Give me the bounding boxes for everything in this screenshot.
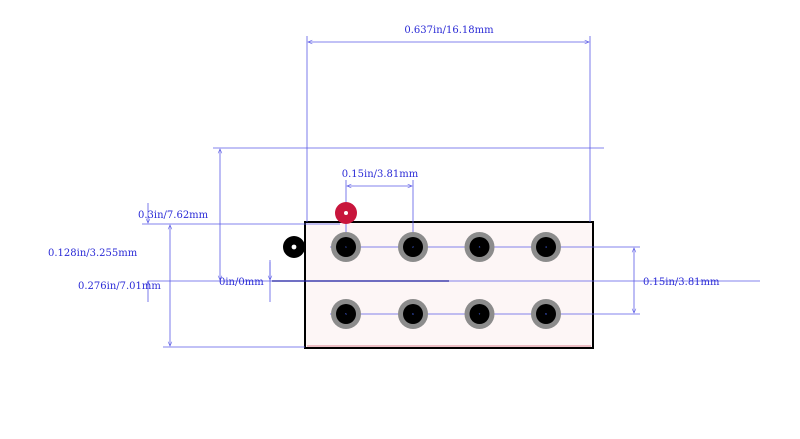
pad-4: 4 — [531, 232, 561, 262]
dim-body-height: 0.276in/7.01mm — [78, 281, 161, 292]
pad-array: 1 2 3 4 5 6 7 8 — [331, 232, 561, 329]
pad-number: 4 — [545, 245, 547, 249]
pad-number: 6 — [412, 312, 414, 316]
dim-pitch-x: 0.15in/3.81mm — [342, 169, 419, 180]
dim-origin: 0in/0mm — [219, 277, 264, 288]
pin1-marker — [335, 202, 357, 224]
pad-7: 7 — [464, 299, 495, 329]
pad-1: 1 — [331, 232, 361, 262]
pad-number: 1 — [345, 245, 347, 249]
pad-number: 7 — [479, 312, 481, 316]
dim-offset-left: 0.128in/3.255mm — [48, 248, 138, 259]
pad-number: 8 — [545, 312, 547, 316]
dim-offset-top: 0.3in/7.62mm — [138, 210, 209, 221]
pad-number: 3 — [479, 245, 481, 249]
dim-overall-width: 0.637in/16.18mm — [404, 25, 494, 36]
pad-number: 5 — [345, 312, 347, 316]
pad-8: 8 — [531, 299, 561, 329]
pad-2: 2 — [398, 232, 428, 262]
pad-3: 3 — [464, 232, 495, 262]
pad-6: 6 — [398, 299, 428, 329]
pad-5: 5 — [331, 299, 361, 329]
origin-marker — [283, 236, 305, 258]
dim-pitch-y: 0.15in/3.81mm — [643, 277, 720, 288]
pad-number: 2 — [412, 245, 414, 249]
